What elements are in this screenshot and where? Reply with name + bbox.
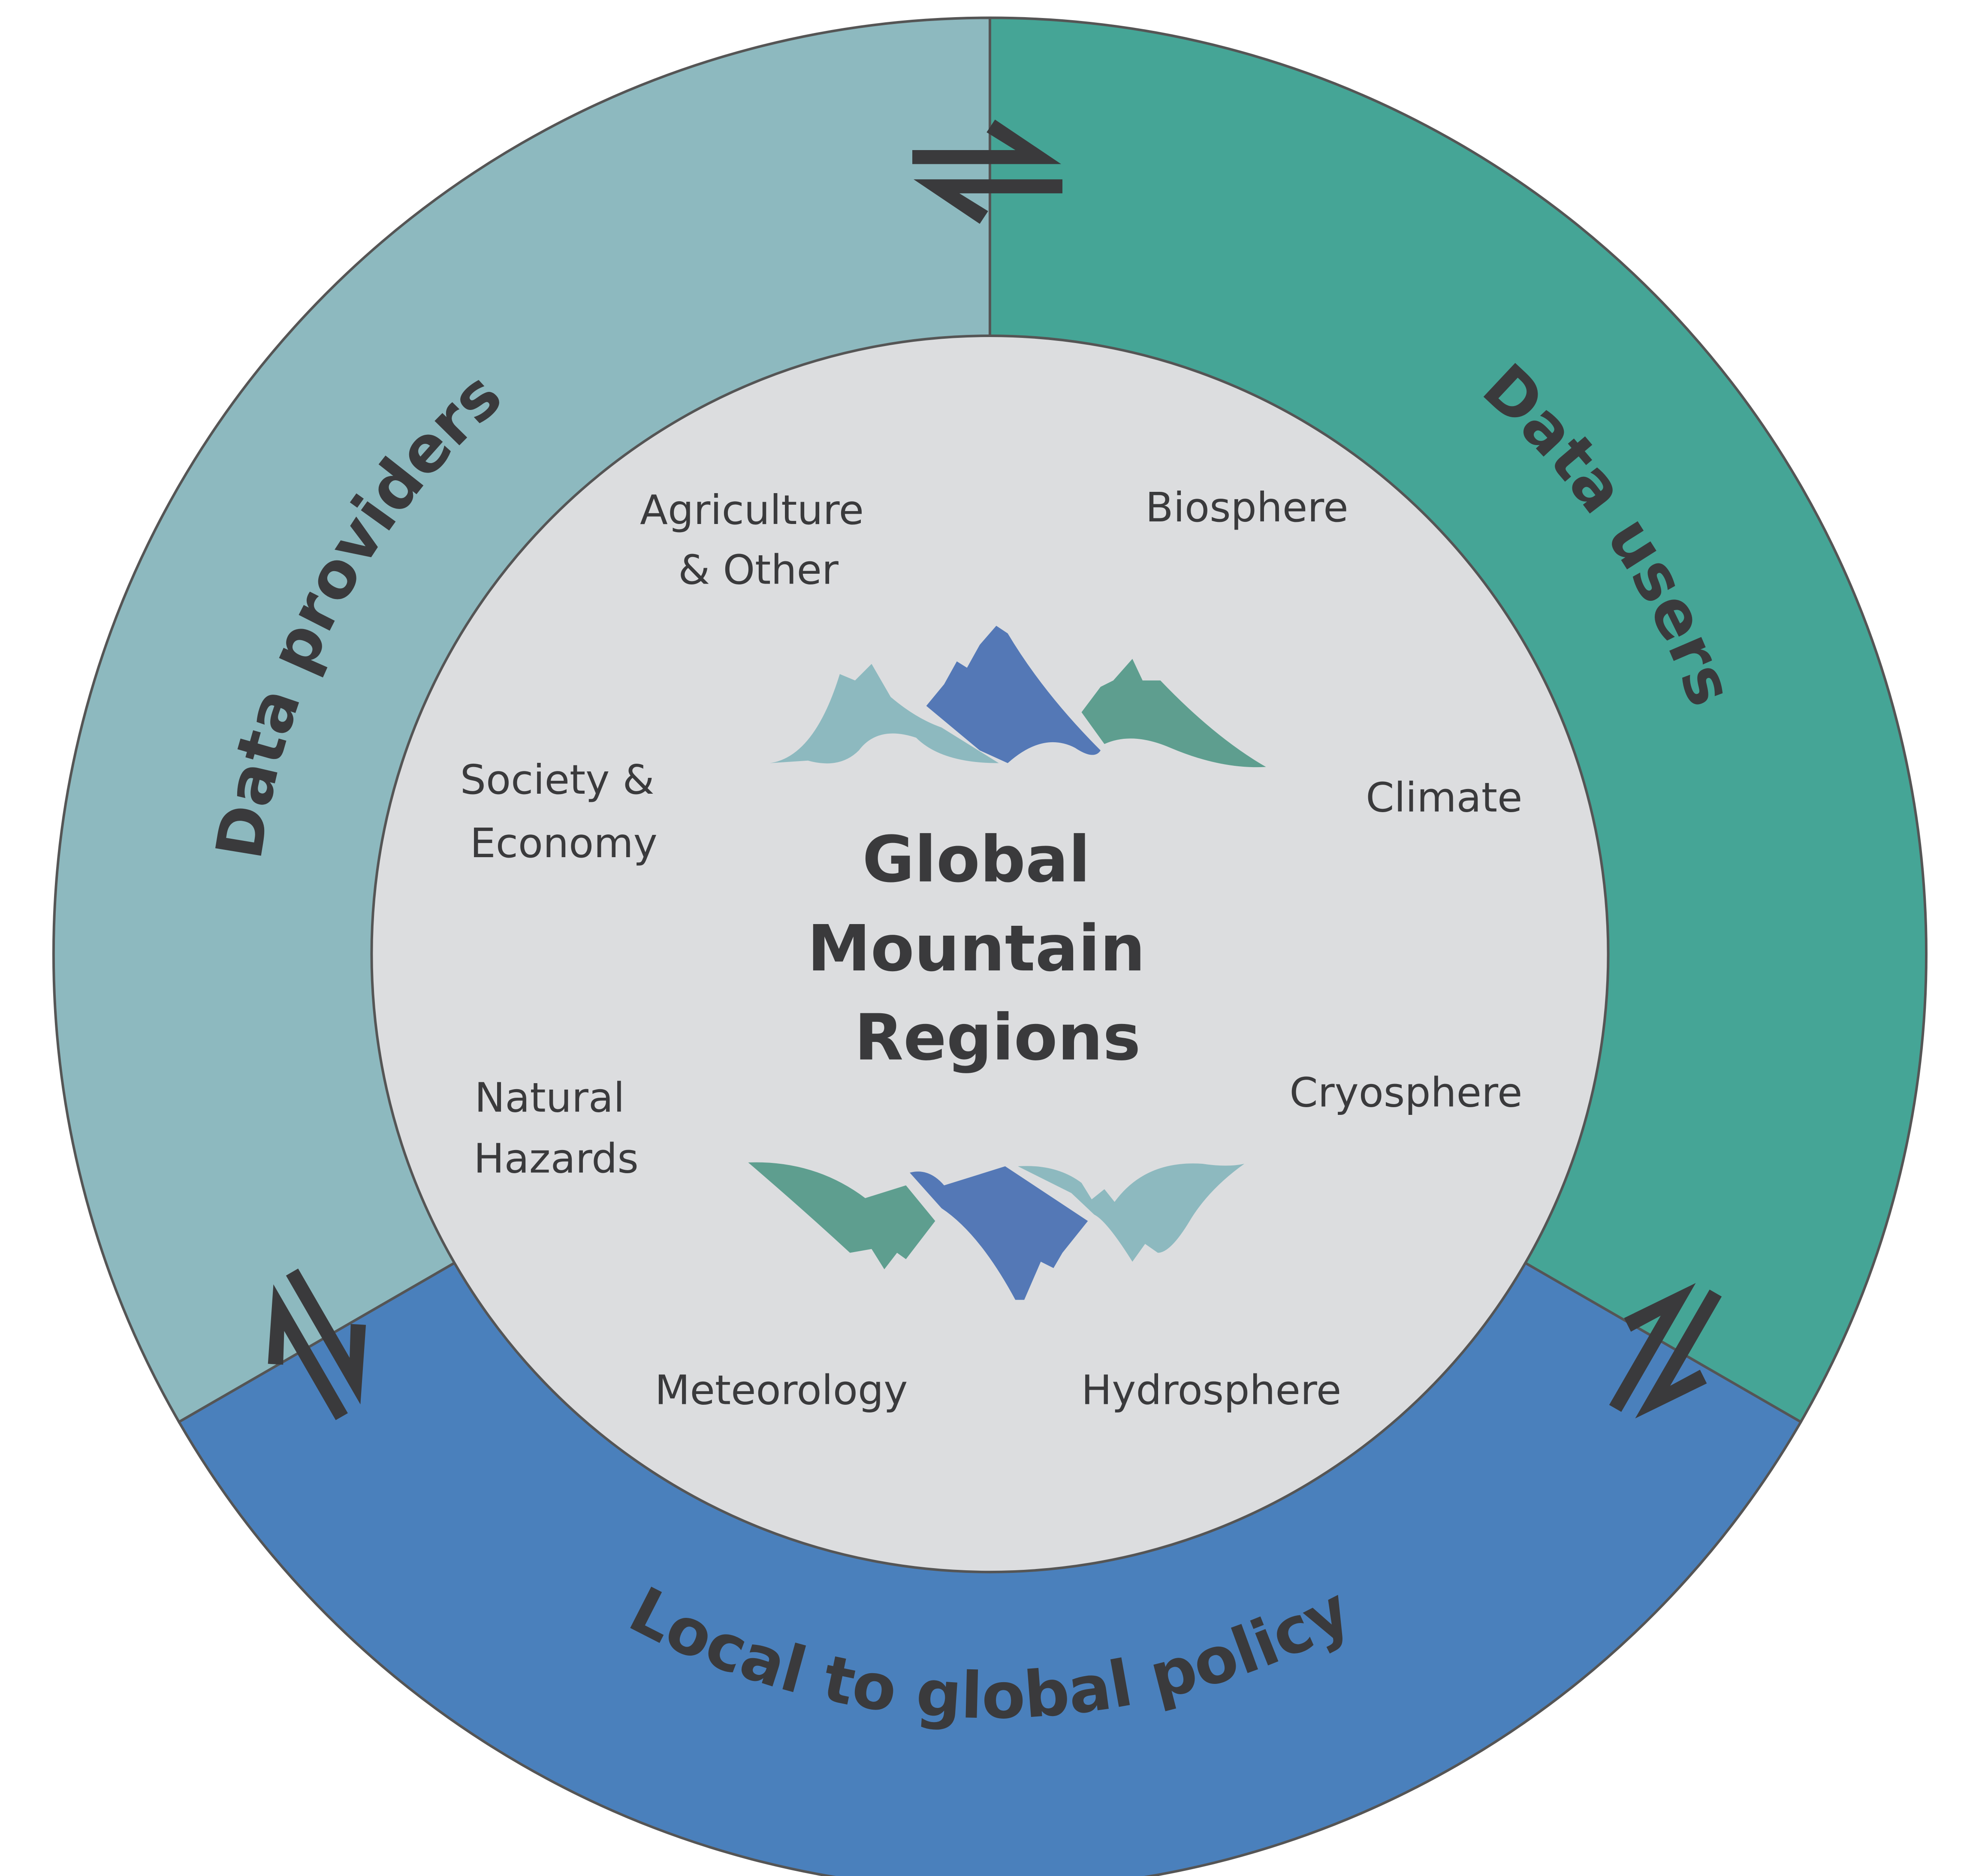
topic-hazards: Natural Hazards [474,1074,639,1182]
topic-society: Society & Economy [460,756,667,867]
topic-climate: Climate [1366,774,1522,821]
mountain-icon [769,626,1266,768]
topic-meteorology: Meteorology [655,1367,908,1414]
topic-cryosphere: Cryosphere [1289,1069,1522,1117]
center-title: Global Mountain Regions [807,822,1167,1075]
topic-biosphere: Biosphere [1146,484,1349,531]
inner-circle [370,334,1610,1574]
topic-hydrosphere: Hydrosphere [1081,1367,1341,1414]
mountain-icon [748,1162,1245,1300]
topic-agriculture: Agriculture & Other [640,487,877,593]
